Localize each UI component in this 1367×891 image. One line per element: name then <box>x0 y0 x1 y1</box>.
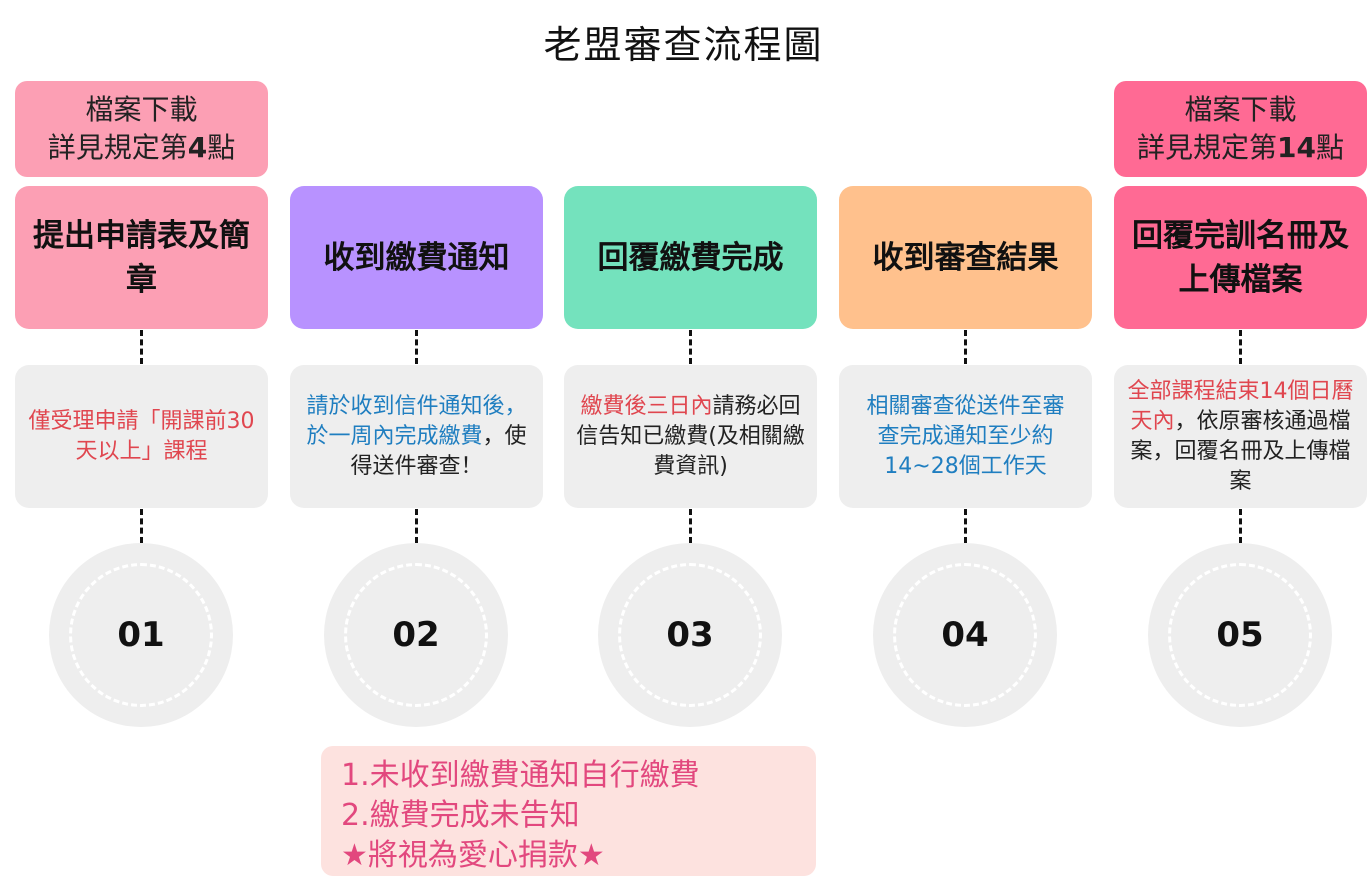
step-number-5: 05 <box>1216 615 1264 655</box>
circle-5-ring <box>1168 563 1312 707</box>
note-4-text: 相關審查從送件至審查完成通知至少約14~28個工作天 <box>866 393 1065 479</box>
step-number-1: 01 <box>117 615 165 655</box>
note-2-text: 請於收到信件通知後，於一周內完成繳費，使得送件審查！ <box>306 393 527 479</box>
step-number-4: 04 <box>941 615 989 655</box>
step-number-2: 02 <box>392 615 440 655</box>
connector-1b <box>140 509 143 543</box>
connector-4b <box>964 509 967 543</box>
note-box-3: 繳費後三日內請務必回信告知已繳費(及相關繳費資訊) <box>564 365 817 508</box>
step-box-5: 回覆完訓名冊及上傳檔案 <box>1114 186 1367 329</box>
connector-3a <box>689 330 692 364</box>
note-box-5: 全部課程結束14個日曆天內，依原審核通過檔案，回覆名冊及上傳檔案 <box>1114 365 1367 508</box>
connector-2b <box>415 509 418 543</box>
connector-5b <box>1239 509 1242 543</box>
note-5-text: 全部課程結束14個日曆天內，依原審核通過檔案，回覆名冊及上傳檔案 <box>1127 378 1354 494</box>
warning-line-2: 2.繳費完成未告知 <box>341 798 580 833</box>
download-box-1[interactable]: 檔案下載 詳見規定第4點 <box>15 81 268 177</box>
step-number-circle-3: 03 <box>598 543 782 727</box>
step-3-label: 回覆繳費完成 <box>597 239 784 276</box>
step-number-circle-5: 05 <box>1148 543 1332 727</box>
step-box-2: 收到繳費通知 <box>290 186 543 329</box>
download-box-1-line2: 詳見規定第4點 <box>47 131 236 164</box>
connector-2a <box>415 330 418 364</box>
step-number-circle-4: 04 <box>873 543 1057 727</box>
note-box-4: 相關審查從送件至審查完成通知至少約14~28個工作天 <box>839 365 1092 508</box>
circle-1-ring <box>69 563 213 707</box>
warning-line-1: 1.未收到繳費通知自行繳費 <box>341 758 700 793</box>
note-box-2: 請於收到信件通知後，於一周內完成繳費，使得送件審查！ <box>290 365 543 508</box>
step-number-3: 03 <box>666 615 714 655</box>
circle-3-ring <box>618 563 762 707</box>
warning-line-3: ★將視為愛心捐款★ <box>341 838 605 873</box>
connector-3b <box>689 509 692 543</box>
circle-2-ring <box>344 563 488 707</box>
download-box-2-line1: 檔案下載 <box>1184 93 1297 126</box>
circle-4-ring <box>893 563 1037 707</box>
connector-5a <box>1239 330 1242 364</box>
step-2-label: 收到繳費通知 <box>323 239 510 276</box>
warning-box: 1.未收到繳費通知自行繳費 2.繳費完成未告知 ★將視為愛心捐款★ <box>321 746 816 876</box>
note-3-text: 繳費後三日內請務必回信告知已繳費(及相關繳費資訊) <box>576 393 805 479</box>
step-4-label: 收到審查結果 <box>872 239 1059 276</box>
diagram-title: 老盟審查流程圖 <box>543 23 824 67</box>
step-box-1: 提出申請表及簡章 <box>15 186 268 329</box>
step-5-label: 回覆完訓名冊及上傳檔案 <box>1132 217 1349 298</box>
note-box-1: 僅受理申請「開課前30天以上」課程 <box>15 365 268 508</box>
step-1-label: 提出申請表及簡章 <box>33 217 250 298</box>
download-box-2-line2: 詳見規定第14點 <box>1137 131 1344 164</box>
step-box-4: 收到審查結果 <box>839 186 1092 329</box>
connector-1a <box>140 330 143 364</box>
step-number-circle-2: 02 <box>324 543 508 727</box>
download-box-2[interactable]: 檔案下載 詳見規定第14點 <box>1114 81 1367 177</box>
note-1-text: 僅受理申請「開課前30天以上」課程 <box>28 408 255 464</box>
step-box-3: 回覆繳費完成 <box>564 186 817 329</box>
connector-4a <box>964 330 967 364</box>
step-number-circle-1: 01 <box>49 543 233 727</box>
download-box-1-line1: 檔案下載 <box>85 93 198 126</box>
